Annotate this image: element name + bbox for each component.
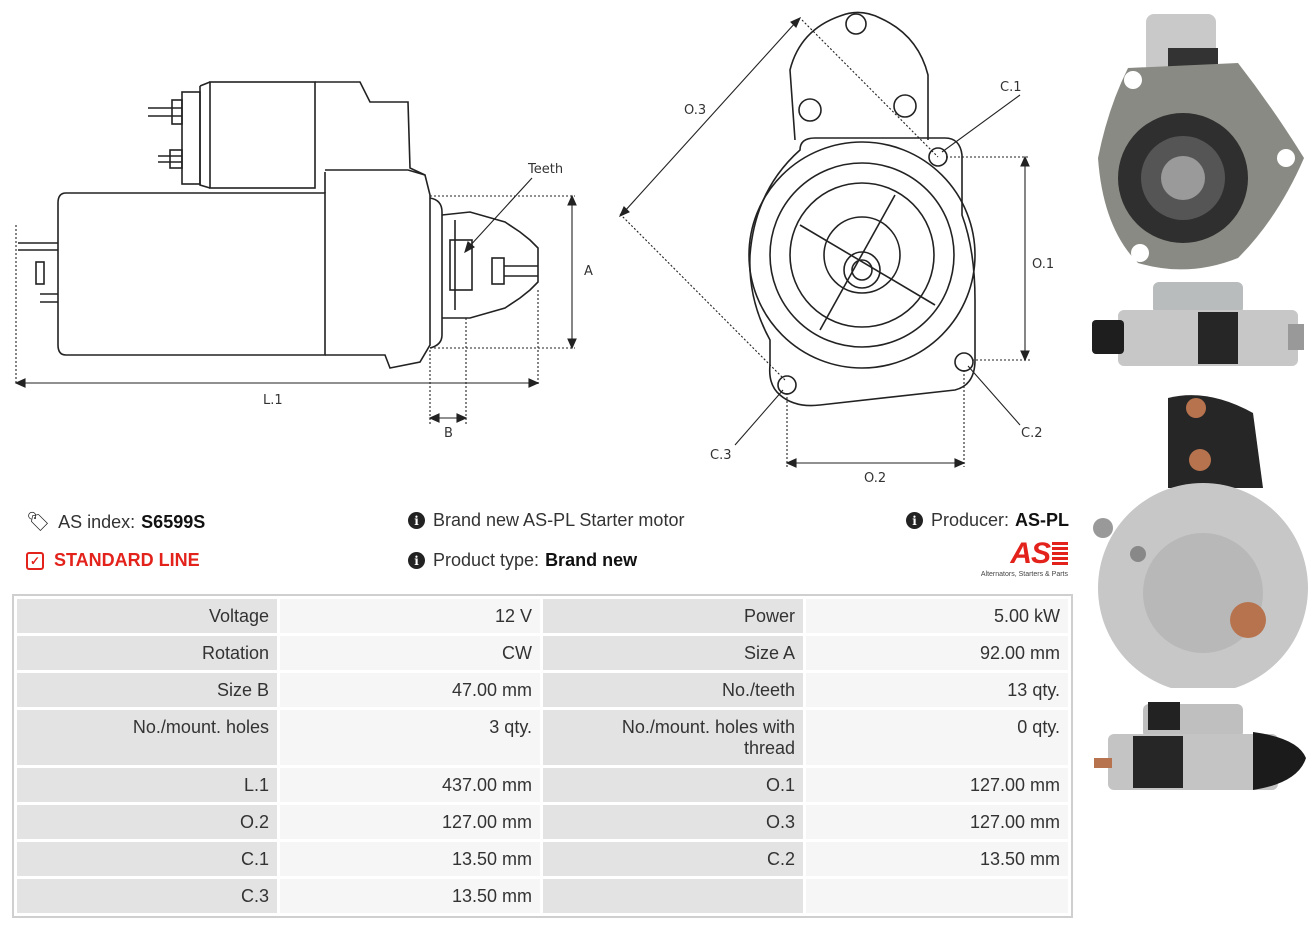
o2-label: O.2 xyxy=(864,471,886,486)
info-icon: i xyxy=(408,552,425,569)
spec-value: 0 qty. xyxy=(803,707,1071,768)
spec-key: O.3 xyxy=(540,802,806,842)
checkbox-icon: ✓ xyxy=(26,551,44,570)
as-index-value: S6599S xyxy=(141,511,206,532)
spec-key: C.3 xyxy=(14,876,280,916)
product-type: i Product type: Brand new xyxy=(408,550,637,571)
description: i Brand new AS-PL Starter motor xyxy=(408,510,684,531)
o1-label: O.1 xyxy=(1032,257,1054,272)
spec-key: Size B xyxy=(14,670,280,710)
spec-value: 92.00 mm xyxy=(803,633,1071,673)
info-icon: i xyxy=(906,512,923,529)
side-view-drawing: Teeth A L.1 B xyxy=(14,81,593,441)
product-type-label: Product type: xyxy=(433,550,540,570)
table-row: Size B 47.00 mm No./teeth 13 qty. xyxy=(14,670,1071,710)
as-index-label: AS index: xyxy=(58,511,136,532)
photo-side-2 xyxy=(1094,702,1306,790)
product-type-value: Brand new xyxy=(545,550,638,570)
spec-value: 127.00 mm xyxy=(803,765,1071,805)
spec-key: No./mount. holes xyxy=(14,707,280,768)
spec-value: 13.50 mm xyxy=(803,839,1071,879)
spec-value: 5.00 kW xyxy=(803,596,1071,636)
producer-value: AS-PL xyxy=(1015,510,1070,530)
info-icon: i xyxy=(408,512,425,529)
spec-key: Rotation xyxy=(14,633,280,673)
spec-value: CW xyxy=(277,633,543,673)
spec-key: Power xyxy=(540,596,806,636)
spec-value xyxy=(803,876,1071,916)
logo-stripes-icon xyxy=(1052,542,1068,566)
as-logo-tagline: Alternators, Starters & Parts xyxy=(980,571,1068,578)
front-view-drawing: O.3 C.1 O.1 C.2 C.3 O.2 xyxy=(618,11,1054,486)
spec-value: 13.50 mm xyxy=(277,876,543,916)
standard-line-badge: ✓ STANDARD LINE xyxy=(26,550,200,571)
spec-key: O.2 xyxy=(14,802,280,842)
table-row: O.2 127.00 mm O.3 127.00 mm xyxy=(14,802,1071,842)
as-logo: AS Alternators, Starters & Parts xyxy=(966,539,1068,578)
spec-key xyxy=(540,876,806,916)
spec-key: No./mount. holes with thread xyxy=(540,707,806,768)
spec-value: 47.00 mm xyxy=(277,670,543,710)
standard-line-label: STANDARD LINE xyxy=(54,550,200,570)
tags-icon: 🏷 xyxy=(26,512,51,533)
specs-table: Voltage 12 V Power 5.00 kW Rotation CW S… xyxy=(12,594,1073,918)
table-row: Rotation CW Size A 92.00 mm xyxy=(14,633,1071,673)
photo-side-1 xyxy=(1092,282,1304,366)
spec-key: L.1 xyxy=(14,765,280,805)
spec-value: 437.00 mm xyxy=(277,765,543,805)
c3-label: C.3 xyxy=(710,448,731,463)
o3-label: O.3 xyxy=(684,103,706,118)
size-a-label: A xyxy=(584,264,593,279)
table-row: Voltage 12 V Power 5.00 kW xyxy=(14,596,1071,636)
l1-label: L.1 xyxy=(263,393,283,408)
photo-front-flange xyxy=(1098,14,1304,270)
spec-key: O.1 xyxy=(540,765,806,805)
table-row: C.3 13.50 mm xyxy=(14,876,1071,916)
producer-label: Producer: xyxy=(931,510,1010,530)
spec-key: Voltage xyxy=(14,596,280,636)
table-row: L.1 437.00 mm O.1 127.00 mm xyxy=(14,765,1071,805)
as-logo-mark: AS xyxy=(1010,537,1051,570)
spec-key: Size A xyxy=(540,633,806,673)
spec-value: 13 qty. xyxy=(803,670,1071,710)
description-text: Brand new AS-PL Starter motor xyxy=(433,510,685,530)
spec-key: No./teeth xyxy=(540,670,806,710)
size-b-label: B xyxy=(444,426,453,441)
spec-value: 13.50 mm xyxy=(277,839,543,879)
spec-key: C.2 xyxy=(540,839,806,879)
spec-value: 12 V xyxy=(277,596,543,636)
as-index: 🏷 AS index: S6599S xyxy=(26,510,205,534)
spec-value: 3 qty. xyxy=(277,707,543,768)
photo-rear xyxy=(1093,395,1308,688)
c2-label: C.2 xyxy=(1021,426,1042,441)
table-row: C.1 13.50 mm C.2 13.50 mm xyxy=(14,839,1071,879)
teeth-label: Teeth xyxy=(527,162,563,177)
spec-key: C.1 xyxy=(14,839,280,879)
c1-label: C.1 xyxy=(1000,80,1021,95)
spec-value: 127.00 mm xyxy=(277,802,543,842)
table-row: No./mount. holes 3 qty. No./mount. holes… xyxy=(14,707,1071,768)
producer: i Producer: AS-PL xyxy=(906,510,1069,531)
spec-value: 127.00 mm xyxy=(803,802,1071,842)
